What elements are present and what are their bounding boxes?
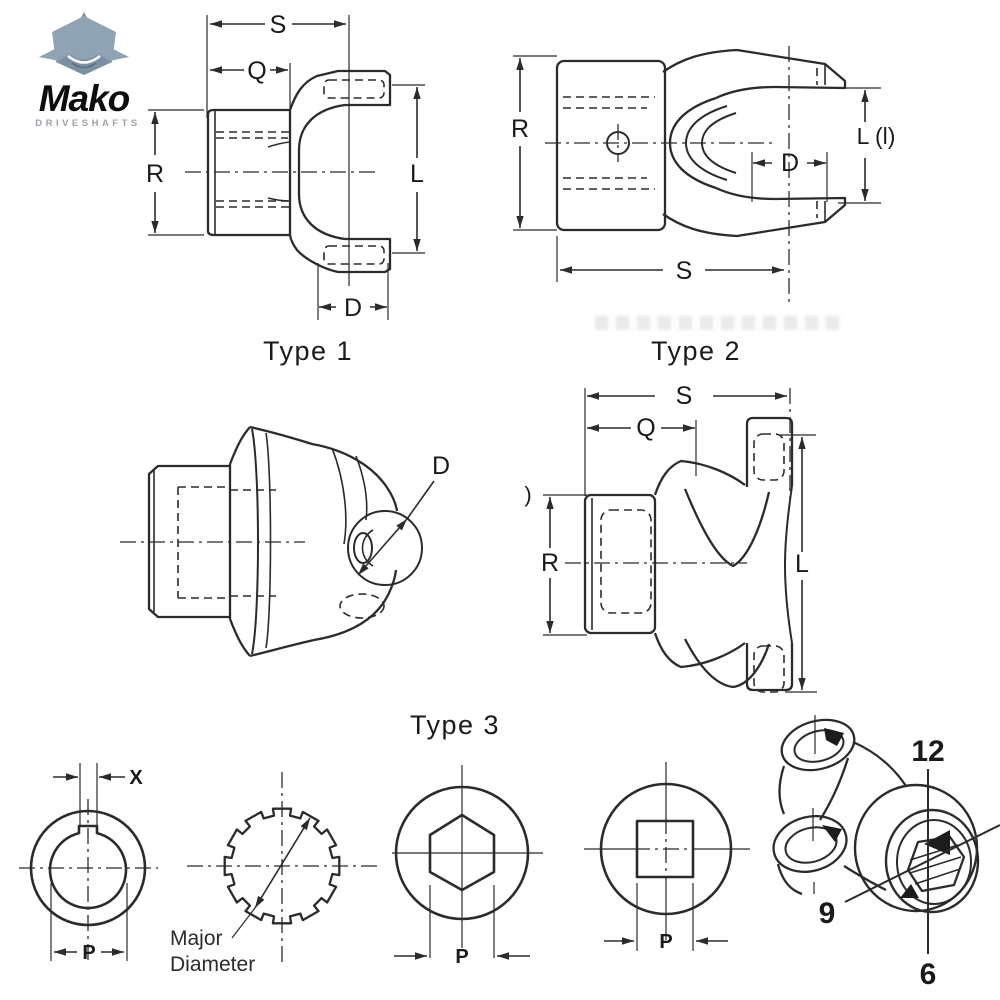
square-centerlines xyxy=(584,762,750,951)
type3-right-extension-lines xyxy=(543,388,817,693)
type1-dimension-lines xyxy=(151,20,421,311)
type3-right-dim-label-s: S xyxy=(676,382,693,410)
clock-label-9: 9 xyxy=(819,897,836,930)
keyway-dim-label-x: X xyxy=(129,767,143,789)
major-diameter-line1: Major xyxy=(170,927,223,950)
type1-dim-label-q: Q xyxy=(247,57,266,85)
type1-technical-drawing: S Q R L D xyxy=(146,11,425,322)
shaded-wedge-ear-top xyxy=(824,728,844,746)
type2-dim-label-r: R xyxy=(511,115,529,143)
type3-right-yoke-outline xyxy=(583,416,794,693)
shaded-wedge-face-bottom xyxy=(900,884,919,898)
keyway-extension-lines xyxy=(50,763,128,961)
type3-perspective-drawing: D xyxy=(120,425,450,658)
clock-position-lines xyxy=(844,769,1000,954)
type2-dimension-lines xyxy=(516,58,869,274)
type3-left-outline xyxy=(120,425,423,658)
keyway-dim-label-p: P xyxy=(82,942,95,964)
square-bore-outline xyxy=(599,782,733,916)
square-bore-section: P xyxy=(584,762,750,953)
type3-left-dimension xyxy=(357,480,435,576)
yoke-3d-body xyxy=(853,783,980,914)
type3-right-centerlines xyxy=(565,388,791,564)
major-diameter-line2: Diameter xyxy=(170,953,256,976)
keyway-bore-outline xyxy=(29,809,147,927)
shark-icon xyxy=(39,12,129,75)
type3-dimensioned-drawing: S Q R L ) xyxy=(524,382,817,693)
keyway-bore-section: X P xyxy=(19,763,158,964)
type3-right-dimension-lines xyxy=(546,392,806,690)
keyway-dimension-lines xyxy=(53,773,125,956)
clock-label-6: 6 xyxy=(920,958,937,991)
spline-bore-section xyxy=(187,772,377,962)
hex-bore-section: P xyxy=(392,765,543,968)
type2-yoke-outline xyxy=(555,48,847,238)
yoke-3d-drawing: 12 9 6 xyxy=(772,715,1000,991)
faint-watermark xyxy=(595,316,843,330)
brand-name: Mako xyxy=(38,78,131,119)
type2-technical-drawing: R L (l) D S xyxy=(511,46,896,306)
type1-dim-label-s: S xyxy=(270,11,287,39)
type2-dim-label-s: S xyxy=(676,257,693,285)
major-diameter-label: Major Diameter xyxy=(170,926,290,978)
type2-centerlines xyxy=(545,46,790,306)
clock-label-12: 12 xyxy=(911,735,944,768)
square-dim-label-p: P xyxy=(659,931,672,953)
type3-left-dim-label-d: D xyxy=(432,452,450,480)
type2-dim-label-l: L (l) xyxy=(857,123,896,149)
type2-extension-lines xyxy=(513,55,881,282)
type3-right-dim-label-q: Q xyxy=(636,414,655,442)
shaded-wedge-face-right xyxy=(924,830,950,855)
hex-centerlines xyxy=(392,765,543,958)
mako-logo: Mako DRIVESHAFTS xyxy=(18,8,150,136)
type1-dim-label-l: L xyxy=(410,160,424,188)
hex-dim-label-p: P xyxy=(455,946,468,968)
caption-type3: Type 3 xyxy=(409,710,501,740)
spline-profile xyxy=(223,807,341,925)
type1-yoke-outline xyxy=(185,69,392,274)
type2-dim-label-d: D xyxy=(781,149,799,177)
caption-type1: Type 1 xyxy=(262,336,354,366)
type3-right-dim-label-l: L xyxy=(795,550,809,578)
yoke-3d-ears xyxy=(772,715,907,896)
keyway-centerlines xyxy=(19,799,158,961)
stray-paren-mark: ) xyxy=(524,482,531,507)
caption-type2: Type 2 xyxy=(650,336,742,366)
type3-right-dim-label-r: R xyxy=(541,549,559,577)
type1-dim-label-r: R xyxy=(146,160,164,188)
brand-subtitle: DRIVESHAFTS xyxy=(35,118,141,129)
hex-bore-outline xyxy=(394,785,530,921)
type1-extension-lines xyxy=(148,15,425,320)
shaded-wedge-ear-bottom xyxy=(822,825,842,842)
type1-dim-label-d: D xyxy=(344,294,362,322)
spline-dimension-lines xyxy=(231,817,311,939)
